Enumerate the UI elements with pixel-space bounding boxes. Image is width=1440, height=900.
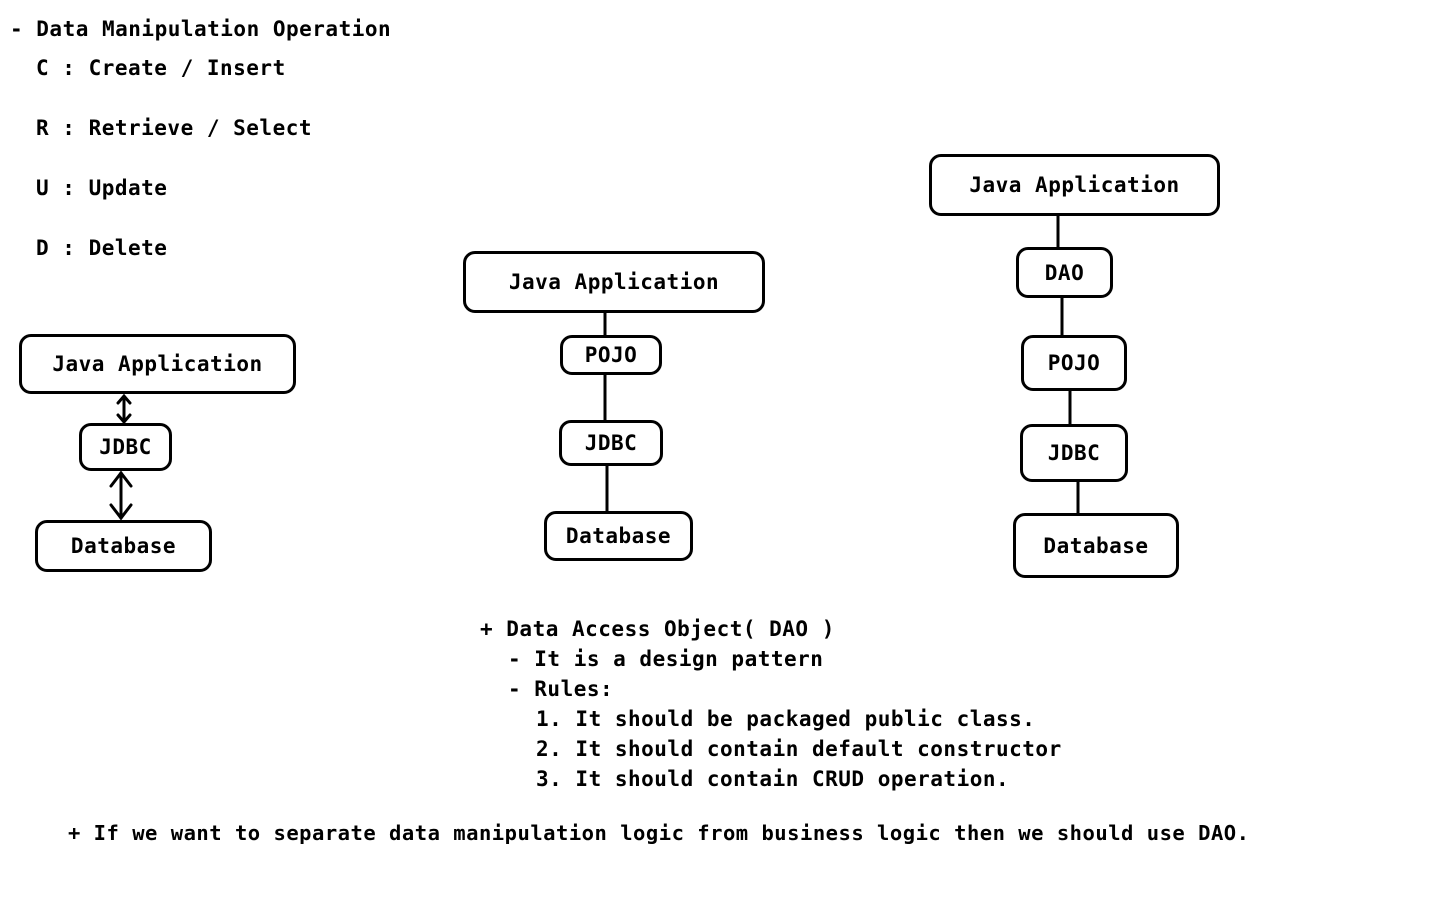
diagram2-jdbc-label: JDBC (584, 431, 638, 455)
crud-item-retrieve: R : Retrieve / Select (36, 116, 313, 140)
diagram3-database-label: Database (1043, 533, 1149, 558)
diagram2-jdbc-box: JDBC (559, 420, 663, 466)
diagram2-database-label: Database (565, 524, 672, 548)
diagram3-dao-label: DAO (1044, 260, 1085, 285)
dao-rule-2: 2. It should contain default constructor (536, 737, 1062, 761)
diagram3-jdbc-box: JDBC (1020, 424, 1128, 482)
dao-heading: + Data Access Object( DAO ) (480, 617, 835, 641)
dao-rule-1: 1. It should be packaged public class. (536, 707, 1036, 731)
dao-point-rules: - Rules: (508, 677, 614, 701)
diagram1-database-box: Database (35, 520, 212, 572)
diagram1-java-application-label: Java Application (52, 352, 263, 376)
diagram3-jdbc-label: JDBC (1047, 441, 1101, 465)
arrow-app-jdbc (116, 393, 132, 425)
diagram2-database-box: Database (544, 511, 693, 561)
diagram1-java-application-box: Java Application (19, 334, 296, 394)
diagram3-pojo-box: POJO (1021, 335, 1127, 391)
crud-item-update: U : Update (36, 176, 168, 200)
diagram3-database-box: Database (1013, 513, 1179, 578)
diagram1-database-label: Database (70, 534, 177, 558)
diagram3-dao-box: DAO (1016, 247, 1113, 298)
diagram3-pojo-label: POJO (1047, 351, 1101, 375)
dao-rule-3: 3. It should contain CRUD operation. (536, 767, 1010, 791)
diagram2-pojo-label: POJO (584, 343, 638, 367)
diagram3-java-application-box: Java Application (929, 154, 1220, 216)
dao-point-design-pattern: - It is a design pattern (508, 647, 824, 671)
arrow-jdbc-database (109, 470, 133, 521)
diagram3-java-application-label: Java Application (969, 173, 1180, 197)
diagram1-jdbc-label: JDBC (99, 435, 152, 459)
diagram2-java-application-label: Java Application (508, 270, 720, 294)
diagram1-jdbc-box: JDBC (79, 423, 172, 471)
crud-heading: - Data Manipulation Operation (10, 17, 392, 41)
crud-item-delete: D : Delete (36, 236, 168, 260)
footer-note: + If we want to separate data manipulati… (68, 821, 1250, 845)
crud-item-create: C : Create / Insert (36, 56, 286, 80)
diagram2-pojo-box: POJO (560, 335, 662, 375)
diagram2-java-application-box: Java Application (463, 251, 765, 313)
